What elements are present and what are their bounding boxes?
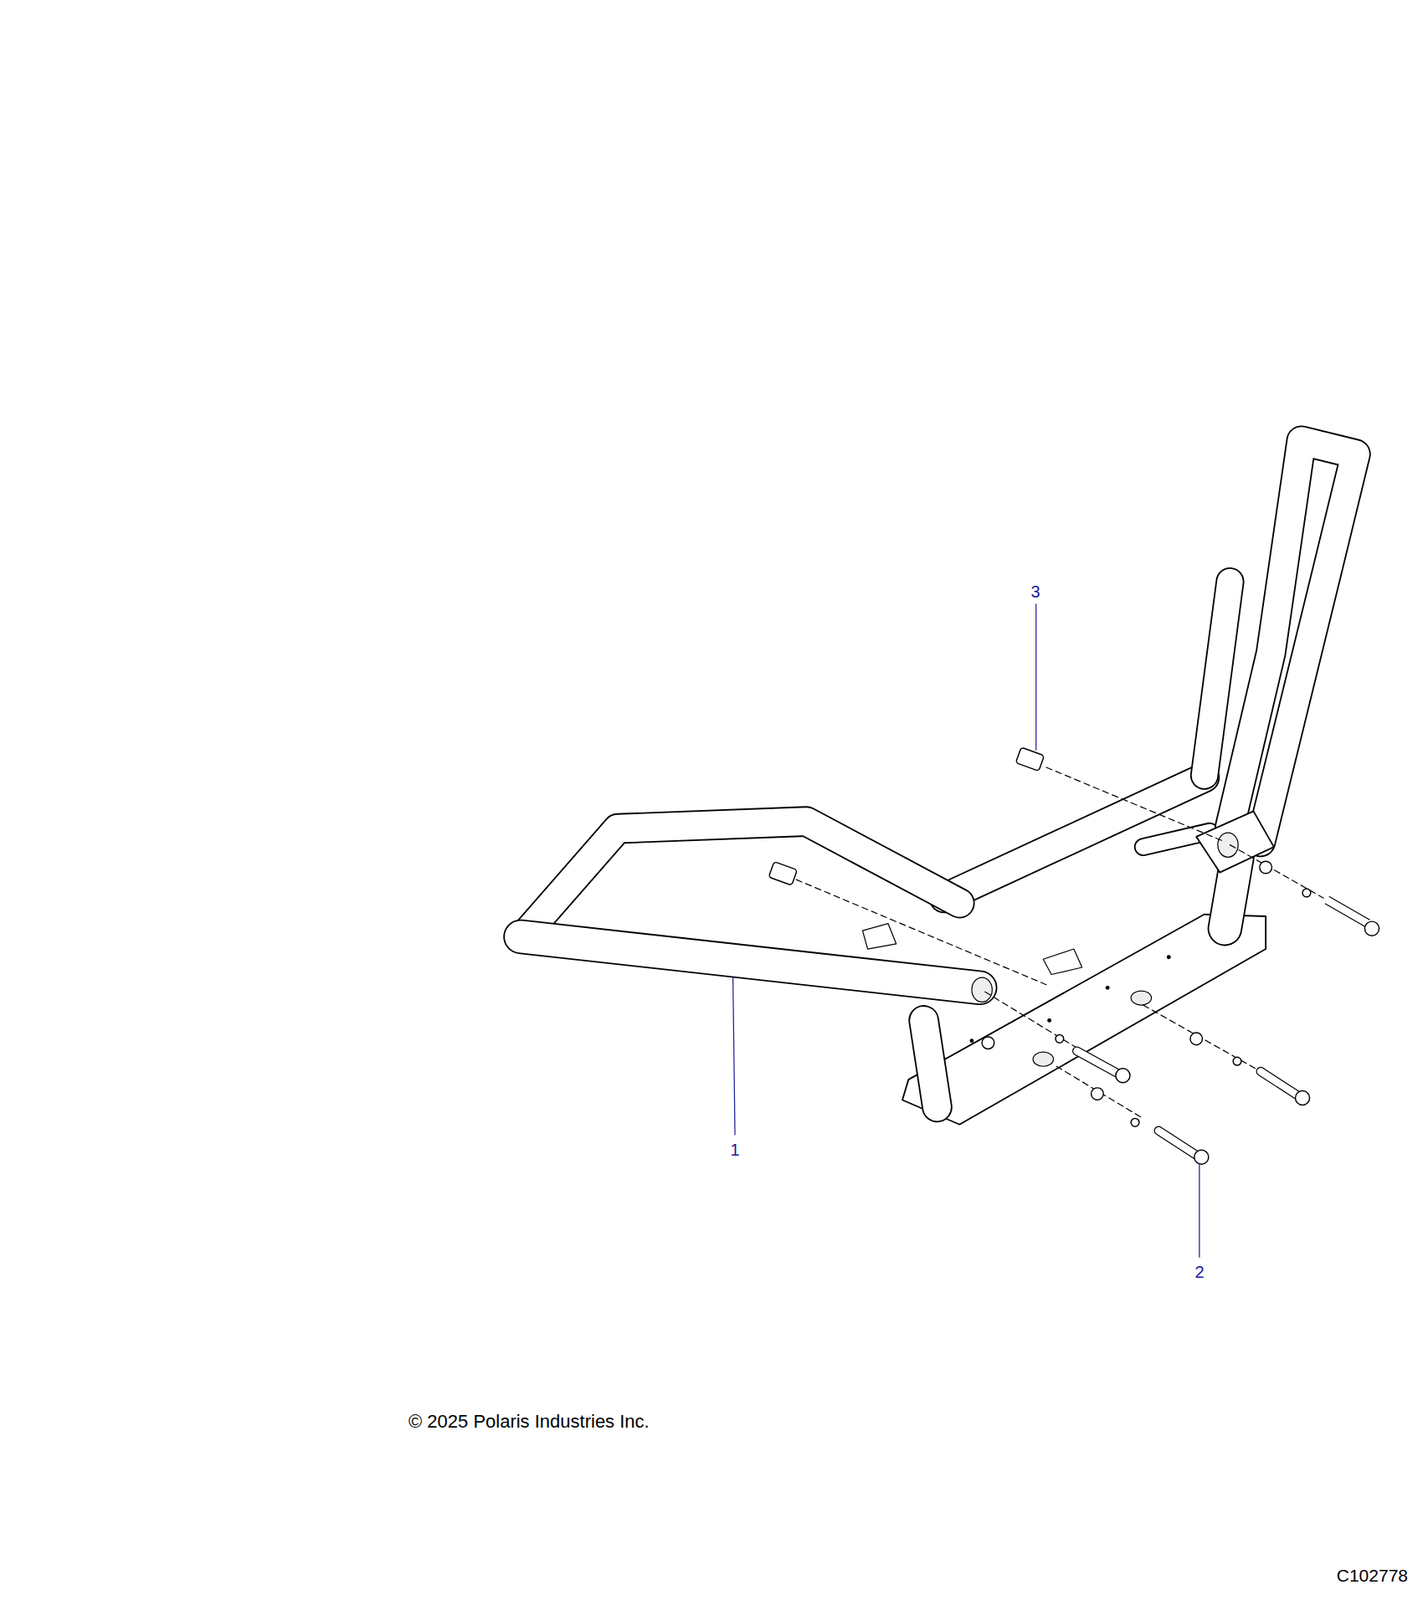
drawing-number: C102778 bbox=[1336, 1566, 1408, 1585]
callout-number: 2 bbox=[1194, 1263, 1204, 1281]
copyright-note: © 2025 Polaris Industries Inc. bbox=[408, 1412, 650, 1432]
callout-number: 3 bbox=[1030, 583, 1040, 601]
callout-number: 1 bbox=[729, 1141, 740, 1159]
